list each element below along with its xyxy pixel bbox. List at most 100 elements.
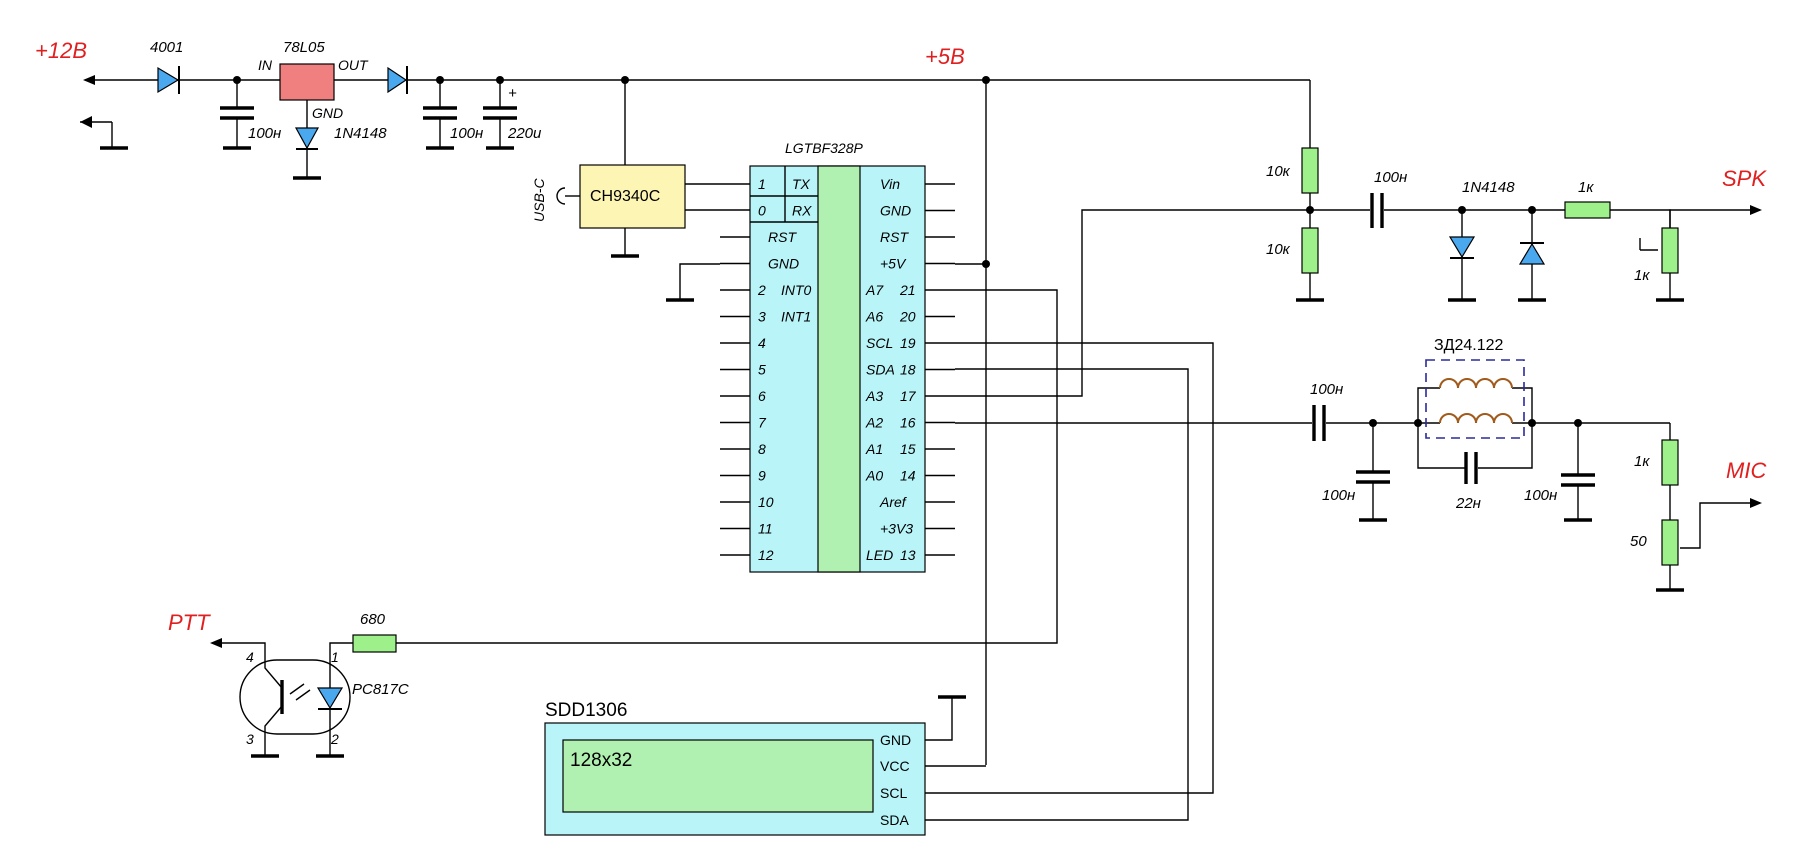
cap3-label: 220u xyxy=(507,125,542,142)
cap3-plus: + xyxy=(508,85,517,102)
mcu-left-pin-num: 5 xyxy=(758,362,766,378)
ptt-pin2: 2 xyxy=(330,731,339,747)
mcu-left-pin-num: 9 xyxy=(758,468,766,484)
reg-out-label: OUT xyxy=(338,57,369,73)
mcu-right-pin-name: A1 xyxy=(865,441,883,457)
mcu-left-pin-name: RST xyxy=(768,229,797,245)
cap-220u: + 220u xyxy=(483,76,542,150)
mcu-right-pin-num: 13 xyxy=(900,547,916,563)
display-size-label: 128x32 xyxy=(570,750,632,771)
cap1-label: 100н xyxy=(248,125,281,142)
diode-4001: 4001 xyxy=(150,39,183,94)
mcu-left-pin-name: GND xyxy=(768,256,799,272)
spk-r-series-label: 1к xyxy=(1578,179,1594,196)
display-pin-scl: SCL xyxy=(880,785,907,801)
mcu-left-pin-num: 0 xyxy=(758,203,766,219)
display-pin-vcc: VCC xyxy=(880,758,910,774)
spk-r-bottom-label: 10к xyxy=(1266,241,1291,258)
ptt-resistor-label: 680 xyxy=(360,611,386,628)
spk-r-top-label: 10к xyxy=(1266,163,1291,180)
reg-in-label: IN xyxy=(258,57,273,73)
diode-4001-label: 4001 xyxy=(150,39,183,56)
mcu-wiring xyxy=(390,80,1312,821)
spk-section: 10к 10к 100н 1N4148 1к 1к SPK xyxy=(1266,80,1767,302)
mcu-right-pin-name: A3 xyxy=(865,388,883,404)
mcu-right-pin-num: 16 xyxy=(900,415,916,431)
mcu-right-pin-name: +5V xyxy=(880,256,907,272)
cap-100n-1: 100н xyxy=(220,76,281,150)
mic-cap-gnd2-label: 100н xyxy=(1524,487,1557,504)
display-pin-sda: SDA xyxy=(880,812,909,828)
mcu-right-pin-name: SDA xyxy=(866,362,895,378)
mcu-left-pin-name: INT1 xyxy=(781,309,811,325)
mcu-left-pin-num: 2 xyxy=(757,282,766,298)
mcu-right-pin-name: GND xyxy=(880,203,911,219)
mcu-left-pin-name: INT0 xyxy=(781,282,812,298)
mcu-right-pin-name: A6 xyxy=(865,309,883,325)
mcu-left-pin-num: 6 xyxy=(758,388,766,404)
display-pin-gnd: GND xyxy=(880,732,911,748)
ch9340c-chip xyxy=(579,164,686,229)
mcu-left-pin-num: 8 xyxy=(758,441,766,457)
cap2-label: 100н xyxy=(450,125,483,142)
mcu-right-pin-num: 19 xyxy=(900,335,916,351)
mcu-left-pin-num: 12 xyxy=(758,547,774,563)
mcu-title: LGTBF328P xyxy=(785,140,863,156)
mcu-right-pin-num: 18 xyxy=(900,362,916,378)
mcu-left-pin-num: 11 xyxy=(758,521,773,537)
mcu-right-pin-name: RST xyxy=(880,229,909,245)
mcu-left-pin-name: RX xyxy=(792,203,812,219)
ptt-label: PTT xyxy=(168,610,211,635)
mic-filter-label: ЗД24.122 xyxy=(1434,337,1504,354)
regulator-78l05: 78L05 IN OUT GND 1N4148 xyxy=(258,39,390,180)
mcu-left-pin-num: 10 xyxy=(758,494,774,510)
mcu-right-pin-name: A7 xyxy=(865,282,884,298)
spk-diode-label: 1N4148 xyxy=(1462,179,1515,196)
display-ssd1306: SDD1306 128x32 GND VCC SCL SDA xyxy=(544,695,986,836)
spk-cap-label: 100н xyxy=(1374,169,1407,186)
ptt-pin4: 4 xyxy=(246,649,254,665)
usb-c-label: USB-C xyxy=(531,178,547,222)
mcu-right-pin-name: LED xyxy=(866,547,893,563)
mcu-left-pin-name: TX xyxy=(792,176,811,192)
mcu-left-pin-num: 3 xyxy=(758,309,766,325)
mcu-right-pin-name: A0 xyxy=(865,468,883,484)
mcu-right-pin-name: Aref xyxy=(879,494,908,510)
mcu-right-pin-name: A2 xyxy=(865,415,883,431)
mcu-left-pin-num: 7 xyxy=(758,415,767,431)
mcu-left-pin-num: 1 xyxy=(758,176,766,192)
mic-r-series-label: 1к xyxy=(1634,453,1650,470)
ptt-pin1: 1 xyxy=(331,649,339,665)
display-title: SDD1306 xyxy=(545,700,627,721)
reg-gnd-label: GND xyxy=(312,105,343,121)
mcu-right-pin-name: SCL xyxy=(866,335,893,351)
mcu-right-pin-name: +3V3 xyxy=(880,521,913,537)
regulator-label: 78L05 xyxy=(283,39,325,56)
mcu-right-pin-num: 15 xyxy=(900,441,916,457)
cap-100n-2: 100н xyxy=(423,76,483,150)
usb-section: CH9340C USB-C xyxy=(531,80,750,258)
power-section: +12В 4001 100н 78L05 xyxy=(35,38,1310,180)
mcu-left-pin-num: 4 xyxy=(758,335,766,351)
mic-cap-gnd1-label: 100н xyxy=(1322,487,1355,504)
mic-cap-parallel-label: 22н xyxy=(1455,495,1481,512)
ptt-pin3: 3 xyxy=(246,731,254,747)
mcu-right-pin-num: 17 xyxy=(900,388,917,404)
mcu-right-pin-name: Vin xyxy=(880,176,900,192)
ptt-opto-label: PC817C xyxy=(352,681,409,698)
ptt-section: 680 PTT PC817C 4 1 3 2 xyxy=(168,610,409,758)
mic-section: 100н 100н ЗД24.122 22н 100н xyxy=(1310,337,1766,592)
plus5-label: +5В xyxy=(925,44,965,69)
mcu-right-pin-num: 14 xyxy=(900,468,916,484)
ground-symbol-left xyxy=(80,116,128,150)
diode2-label: 1N4148 xyxy=(334,125,387,142)
mic-cap-in-label: 100н xyxy=(1310,381,1343,398)
mcu-right-pin-num: 21 xyxy=(899,282,916,298)
mic-pot-label: 50 xyxy=(1630,533,1647,550)
spk-label: SPK xyxy=(1722,166,1767,191)
plus12-label: +12В xyxy=(35,38,87,63)
spk-pot-label: 1к xyxy=(1634,267,1650,284)
